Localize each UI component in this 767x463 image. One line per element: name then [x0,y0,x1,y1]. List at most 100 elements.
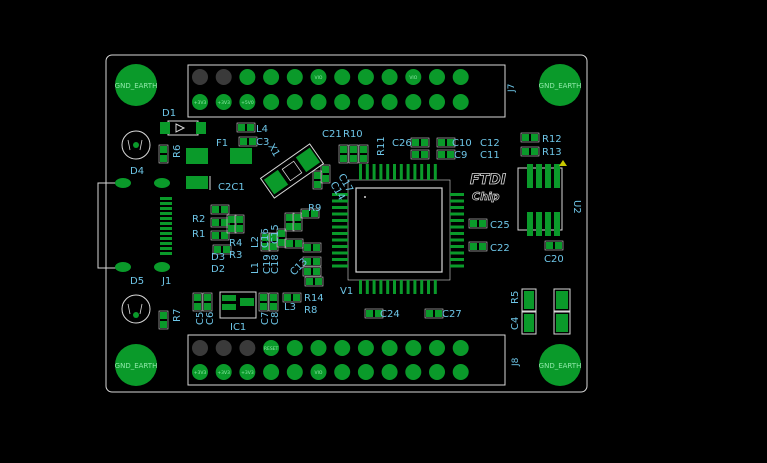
j7-pin-bottom-6 [310,94,327,110]
qfp-pin [332,206,348,209]
mounting-hole-top-right: GND_EARTH [539,64,582,106]
j8-pin-top-2 [215,340,232,356]
smd-pad [340,146,347,153]
qfp-pin [406,280,410,294]
smd-pad [204,303,211,310]
smd-pad [470,220,477,227]
designator-c19: C19 [262,254,273,274]
qfp-pin [332,264,348,268]
u2-pin [536,212,542,236]
u2-pin [536,164,542,188]
designator-j7: J7 [507,84,517,93]
smd-pad [270,234,277,241]
qfp-pin [332,219,348,222]
j7-pin-bottom-4 [263,94,280,110]
designator-l4: L4 [256,124,268,135]
j7-pin-top-3 [239,69,256,85]
designator-r9: R9 [308,203,321,214]
j8-pin-bottom-4 [263,364,280,380]
smd-pad [160,146,167,153]
smd-pad [223,246,230,253]
designator-v1: V1 [340,286,353,297]
smd-pad [212,219,219,226]
j8-pin-top-5 [286,340,303,356]
j7-pin-top-11 [429,69,445,85]
qfp-pin [332,225,348,229]
svg-text:Chip: Chip [472,190,500,203]
qfp-pin [365,164,369,180]
designator-d4: D4 [130,166,144,177]
qfp-pin [413,280,417,294]
smd-pad [160,155,167,162]
smd-pad [322,175,329,182]
designator-c6: C6 [205,312,216,325]
usb-pad [160,202,172,205]
designator-l2: L2 [250,236,261,248]
j8-pin-bottom-5 [286,364,303,380]
smd-pad [221,206,228,213]
led-d5 [121,294,151,324]
qfp-pin [450,199,464,203]
designator-r11: R11 [376,136,387,156]
qfp-pin [332,258,348,261]
svg-text:GND_EARTH: GND_EARTH [539,82,582,90]
qfp-pin [379,280,383,294]
j7-pin-bottom-10 [405,94,422,110]
smd-pad [270,303,277,310]
smd-pad [531,134,538,141]
svg-text:GND_EARTH: GND_EARTH [115,362,158,370]
qfp-pin [406,164,410,180]
usb-pad [160,212,172,215]
qfp-pin [433,164,437,180]
qfp-pin [393,280,396,294]
u2-pin [527,164,533,188]
j7-pin-bottom-9 [381,94,398,110]
designator-c9: C9 [454,150,467,161]
smd-pad [284,294,291,301]
j7-pin-bottom-11 [429,94,445,110]
j7-pin-bottom-8 [357,94,374,110]
usb-pad [160,207,172,210]
qfp-pin [450,212,464,216]
usb-pad [160,252,172,255]
qfp-pin [413,164,417,180]
mounting-hole-top-left: GND_EARTH [115,64,157,106]
j8-pin-bottom-2 [215,364,232,380]
qfp-pin [372,164,376,180]
smd-pad [314,172,321,179]
smd-pad [479,220,486,227]
smd-pad [306,278,313,285]
designator-c25: C25 [490,220,510,231]
smd-pad [240,138,247,145]
j8-pin-bottom-12 [452,364,469,380]
designator-r5: R5 [510,291,521,304]
qfp-chip [332,164,464,294]
smd-pad [304,258,311,265]
smd-pad [350,146,357,153]
qfp-pin [399,164,403,180]
j7-pin-top-10 [405,69,422,85]
smd-pad [194,303,201,310]
j7-pin-bottom-3 [239,94,256,110]
smd-pad [294,223,301,230]
qfp-pin [450,225,464,229]
j7-pin-bottom-2 [215,94,232,110]
qfp-pin [386,280,390,294]
smd-pad [236,216,243,223]
smd-pad [531,148,538,155]
smd-pad [375,310,382,317]
usb-pad [160,232,172,235]
j7-pin-bottom-1 [192,94,208,110]
board-outline [105,54,588,393]
qfp-pin [420,164,424,180]
svg-text:GND_EARTH: GND_EARTH [539,362,582,370]
designator-c24: C24 [380,309,400,320]
designator-u2: U2 [571,200,582,214]
smd-pad [286,240,293,247]
led-d4 [121,130,151,160]
usb-connector-j1 [97,178,172,272]
j7-pin-label: +5V0 [241,100,254,106]
j7-pin-bottom-5 [286,94,303,110]
